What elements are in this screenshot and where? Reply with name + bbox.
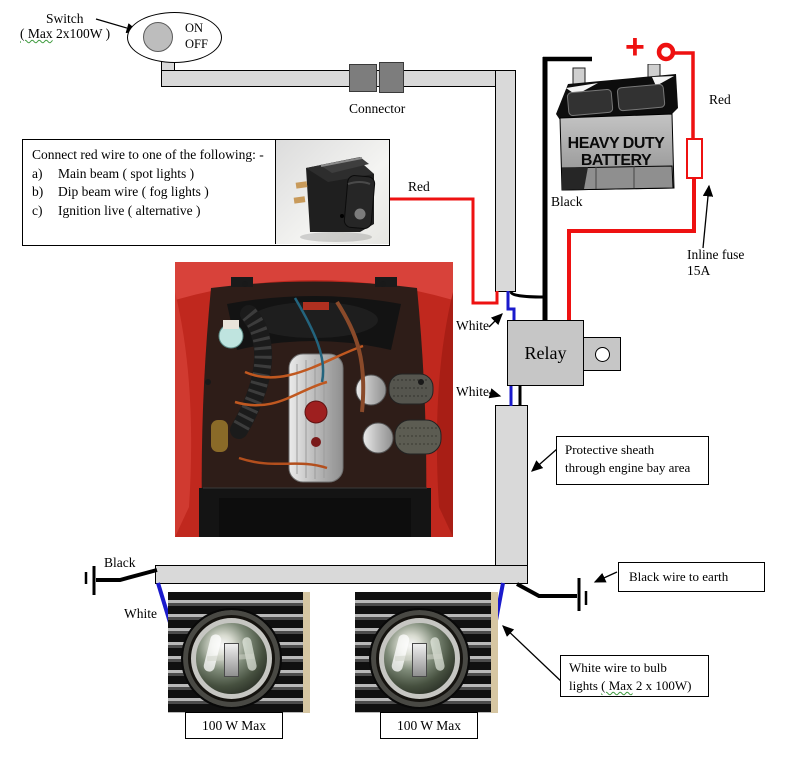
arrow-white-top: [488, 313, 503, 328]
red-label-battery: Red: [709, 92, 731, 107]
battery-text-2: BATTERY: [581, 152, 652, 169]
sheath-top-vertical: [495, 70, 516, 292]
max-watt-box-left: 100 W Max: [185, 712, 283, 739]
relay-box: Relay: [507, 320, 584, 386]
switch-knob-icon: [143, 22, 173, 52]
red-wire-switch: [389, 197, 499, 305]
switch-off-label: OFF: [185, 36, 208, 51]
black-label-earth-left: Black: [104, 555, 136, 570]
protective-sheath-box: Protective sheath through engine bay are…: [556, 436, 709, 485]
black-wire-sheath-branch: [509, 291, 544, 299]
fog-lamp-glass: [191, 618, 272, 699]
battery-text-1: HEAVY DUTY: [568, 135, 665, 152]
black-label-battery: Black: [551, 194, 583, 209]
inline-fuse-label: Inline fuse 15A: [687, 247, 745, 278]
red-wire-battery-to-fuse: [673, 51, 695, 139]
rocker-switch-drawing: [293, 157, 376, 242]
plus-icon: +: [625, 28, 645, 66]
fog-photo-edge: [303, 592, 310, 713]
fog-lamp-glass: [379, 618, 460, 699]
max-watt-box-right: 100 W Max: [380, 712, 478, 739]
connector-block-left: [349, 64, 377, 92]
switch-subtitle: ( Max 2x100W ): [20, 26, 111, 41]
arrow-white-bulb: [502, 625, 565, 685]
fog-lamp-left: [181, 608, 282, 709]
fog-lamp-photo-right: [355, 592, 498, 713]
black-wire-right-earth: [516, 582, 577, 598]
instruction-item-b: b) Dip beam wire ( fog lights ): [32, 184, 209, 199]
rocker-switch-photo: [275, 140, 389, 244]
instruction-text: Connect red wire to one of the following…: [32, 146, 278, 220]
instruction-intro: Connect red wire to one of the following…: [32, 147, 264, 162]
fog-photo-edge: [491, 592, 498, 713]
switch-title: Switch: [46, 11, 84, 26]
dash-switch: ON OFF: [127, 12, 222, 63]
white-label-relay-bottom: White: [456, 384, 489, 399]
sheath-bottom-horizontal: [155, 565, 528, 584]
connector-block-right: [379, 62, 404, 93]
instruction-item-c: c) Ignition live ( alternative ): [32, 202, 201, 218]
white-wire-relay-top: [506, 291, 516, 321]
arrow-white-bottom: [488, 388, 502, 399]
relay-label: Relay: [524, 342, 567, 363]
black-wire-left-earth: [96, 568, 158, 582]
relay-mount-hole-icon: [595, 347, 610, 362]
inline-fuse: [686, 138, 703, 179]
instruction-item-a: a) Main beam ( spot lights ): [32, 165, 195, 181]
engine-bay-photo: [175, 262, 453, 537]
sheath-engine-bay-vertical: [495, 405, 528, 584]
white-label-lamp-left: White: [124, 606, 157, 621]
instruction-box: Connect red wire to one of the following…: [22, 139, 390, 246]
black-earth-box: Black wire to earth: [618, 562, 765, 592]
battery-image: HEAVY DUTY BATTERY: [556, 64, 678, 191]
red-label-switch: Red: [408, 179, 430, 194]
white-bulb-box: White wire to bulb lights ( Max 2 x 100W…: [560, 655, 709, 697]
connector-label: Connector: [349, 101, 406, 116]
red-wire-fuse-to-relay: [567, 177, 696, 321]
battery-positive-terminal-icon: [656, 42, 676, 62]
fog-lamp-photo-left: [168, 592, 310, 713]
relay-mount-tab: [583, 337, 621, 371]
arrow-black-earth: [593, 571, 618, 583]
fog-lamp-right: [369, 608, 470, 709]
white-label-relay-top: White: [456, 318, 489, 333]
arrow-inline-fuse: [702, 184, 714, 249]
arrow-protective-sheath: [531, 448, 558, 472]
switch-on-label: ON: [185, 21, 204, 35]
